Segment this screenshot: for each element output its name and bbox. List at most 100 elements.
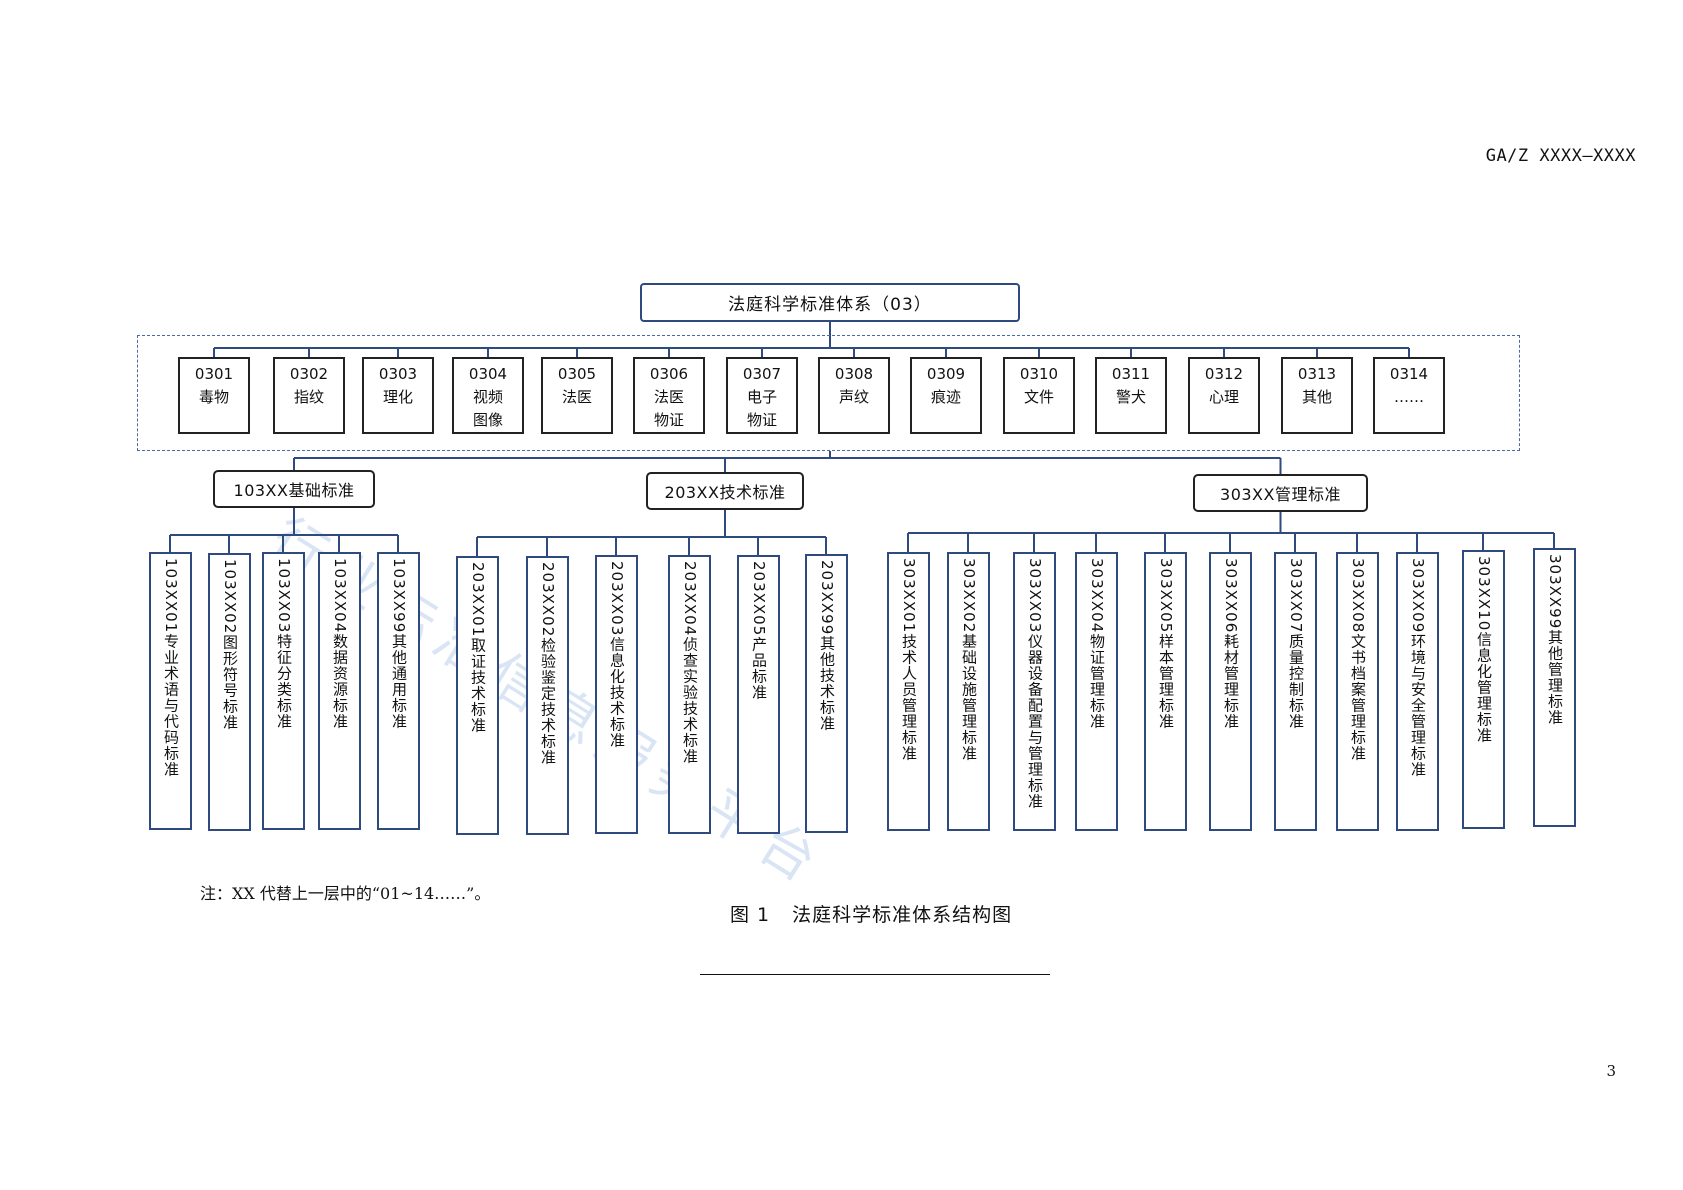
category-box: 0313 其他 xyxy=(1281,357,1353,434)
category-label: 理化 xyxy=(382,388,413,406)
leaf-standard-box: 303XX07质量控制标准 xyxy=(1274,552,1317,831)
category-code: 0308 xyxy=(834,365,874,383)
branch-box: 103XX基础标准 xyxy=(213,470,375,508)
leaf-standard-label: 303XX02基础设施管理标准 xyxy=(960,558,978,762)
leaf-standard-label: 103XX02图形符号标准 xyxy=(221,559,239,731)
leaf-standard-box: 103XX99其他通用标准 xyxy=(377,552,420,830)
figure-note: 注：XX 代替上一层中的“01~14……”。 xyxy=(200,884,491,903)
leaf-standard-label: 103XX01专业术语与代码标准 xyxy=(162,558,180,778)
figure-caption: 图 1 法庭科学标准体系结构图 xyxy=(730,900,1012,927)
leaf-standard-box: 303XX05样本管理标准 xyxy=(1144,552,1187,831)
category-label: 图像 xyxy=(472,411,503,429)
category-code: 0303 xyxy=(378,365,418,383)
category-group-frame xyxy=(137,335,1520,451)
category-box: 0310 文件 xyxy=(1003,357,1075,434)
leaf-standard-box: 303XX01技术人员管理标准 xyxy=(887,552,930,831)
leaf-standard-box: 103XX01专业术语与代码标准 xyxy=(149,552,192,830)
leaf-standard-label: 303XX10信息化管理标准 xyxy=(1475,556,1493,744)
category-code: 0306 xyxy=(649,365,689,383)
category-label: 痕迹 xyxy=(930,388,961,406)
leaf-standard-box: 303XX03仪器设备配置与管理标准 xyxy=(1013,552,1056,831)
leaf-standard-box: 203XX02检验鉴定技术标准 xyxy=(526,556,569,835)
category-code: 0311 xyxy=(1111,365,1151,383)
leaf-standard-box: 103XX02图形符号标准 xyxy=(208,553,251,831)
category-box: 0304 视频图像 xyxy=(452,357,524,434)
category-label: 文件 xyxy=(1023,388,1054,406)
category-code: 0305 xyxy=(557,365,597,383)
category-code: 0313 xyxy=(1297,365,1337,383)
category-label: 法医 xyxy=(653,388,684,406)
category-box: 0302 指纹 xyxy=(273,357,345,434)
category-box: 0303 理化 xyxy=(362,357,434,434)
leaf-standard-box: 303XX06耗材管理标准 xyxy=(1209,552,1252,831)
category-box: 0309 痕迹 xyxy=(910,357,982,434)
category-label: 视频 xyxy=(472,388,503,406)
category-label: 其他 xyxy=(1301,388,1332,406)
leaf-standard-label: 203XX04侦查实验技术标准 xyxy=(681,561,699,765)
branch-box: 303XX管理标准 xyxy=(1193,474,1368,512)
category-box: 0301 毒物 xyxy=(178,357,250,434)
branch-box: 203XX技术标准 xyxy=(646,472,804,510)
category-box: 0306 法医物证 xyxy=(633,357,705,434)
category-label: 毒物 xyxy=(198,388,229,406)
category-label: 心理 xyxy=(1208,388,1239,406)
leaf-standard-box: 103XX03特征分类标准 xyxy=(262,552,305,830)
leaf-standard-label: 203XX03信息化技术标准 xyxy=(608,561,626,749)
leaf-standard-box: 303XX99其他管理标准 xyxy=(1533,548,1576,827)
category-code: 0309 xyxy=(926,365,966,383)
leaf-standard-label: 203XX01取证技术标准 xyxy=(469,562,487,734)
category-box: 0311 警犬 xyxy=(1095,357,1167,434)
leaf-standard-label: 303XX03仪器设备配置与管理标准 xyxy=(1026,558,1044,810)
leaf-standard-box: 203XX99其他技术标准 xyxy=(805,554,848,833)
category-code: 0304 xyxy=(468,365,508,383)
leaf-standard-label: 303XX09环境与安全管理标准 xyxy=(1409,558,1427,778)
leaf-standard-box: 203XX03信息化技术标准 xyxy=(595,555,638,834)
figure-number: 图 1 xyxy=(730,904,771,926)
category-code: 0301 xyxy=(194,365,234,383)
leaf-standard-box: 103XX04数据资源标准 xyxy=(318,552,361,830)
category-box: 0305 法医 xyxy=(541,357,613,434)
leaf-standard-label: 103XX04数据资源标准 xyxy=(331,558,349,730)
leaf-standard-label: 103XX03特征分类标准 xyxy=(275,558,293,730)
leaf-standard-box: 303XX08文书档案管理标准 xyxy=(1336,552,1379,831)
category-label: 法医 xyxy=(561,388,592,406)
category-code: 0307 xyxy=(742,365,782,383)
leaf-standard-label: 203XX02检验鉴定技术标准 xyxy=(539,562,557,766)
category-code: 0310 xyxy=(1019,365,1059,383)
leaf-standard-label: 303XX05样本管理标准 xyxy=(1157,558,1175,730)
category-label: …… xyxy=(1394,388,1424,406)
leaf-standard-label: 103XX99其他通用标准 xyxy=(390,558,408,730)
end-line xyxy=(700,974,1050,975)
leaf-standard-label: 203XX05产品标准 xyxy=(750,561,768,701)
leaf-standard-box: 303XX04物证管理标准 xyxy=(1075,552,1118,831)
leaf-standard-label: 203XX99其他技术标准 xyxy=(818,560,836,732)
leaf-standard-label: 303XX07质量控制标准 xyxy=(1287,558,1305,730)
leaf-standard-box: 303XX02基础设施管理标准 xyxy=(947,552,990,831)
leaf-standard-box: 303XX09环境与安全管理标准 xyxy=(1396,552,1439,831)
leaf-standard-label: 303XX08文书档案管理标准 xyxy=(1349,558,1367,762)
category-box: 0312 心理 xyxy=(1188,357,1260,434)
category-label: 电子 xyxy=(746,388,777,406)
category-label: 指纹 xyxy=(293,388,324,406)
category-box: 0307 电子物证 xyxy=(726,357,798,434)
category-box: 0314 …… xyxy=(1373,357,1445,434)
category-code: 0314 xyxy=(1389,365,1429,383)
figure-title: 法庭科学标准体系结构图 xyxy=(792,904,1013,926)
leaf-standard-label: 303XX04物证管理标准 xyxy=(1088,558,1106,730)
leaf-standard-label: 303XX01技术人员管理标准 xyxy=(900,558,918,762)
leaf-standard-box: 203XX05产品标准 xyxy=(737,555,780,834)
category-box: 0308 声纹 xyxy=(818,357,890,434)
category-code: 0312 xyxy=(1204,365,1244,383)
category-label: 警犬 xyxy=(1115,388,1146,406)
document-code-header: GA/Z XXXX—XXXX xyxy=(1485,146,1636,166)
page-number: 3 xyxy=(1606,1062,1616,1080)
category-label: 物证 xyxy=(653,411,684,429)
leaf-standard-label: 303XX99其他管理标准 xyxy=(1546,554,1564,726)
category-code: 0302 xyxy=(289,365,329,383)
category-label: 声纹 xyxy=(838,388,869,406)
leaf-standard-label: 303XX06耗材管理标准 xyxy=(1222,558,1240,730)
category-label: 物证 xyxy=(746,411,777,429)
leaf-standard-box: 303XX10信息化管理标准 xyxy=(1462,550,1505,829)
root-node: 法庭科学标准体系（03） xyxy=(640,283,1020,322)
